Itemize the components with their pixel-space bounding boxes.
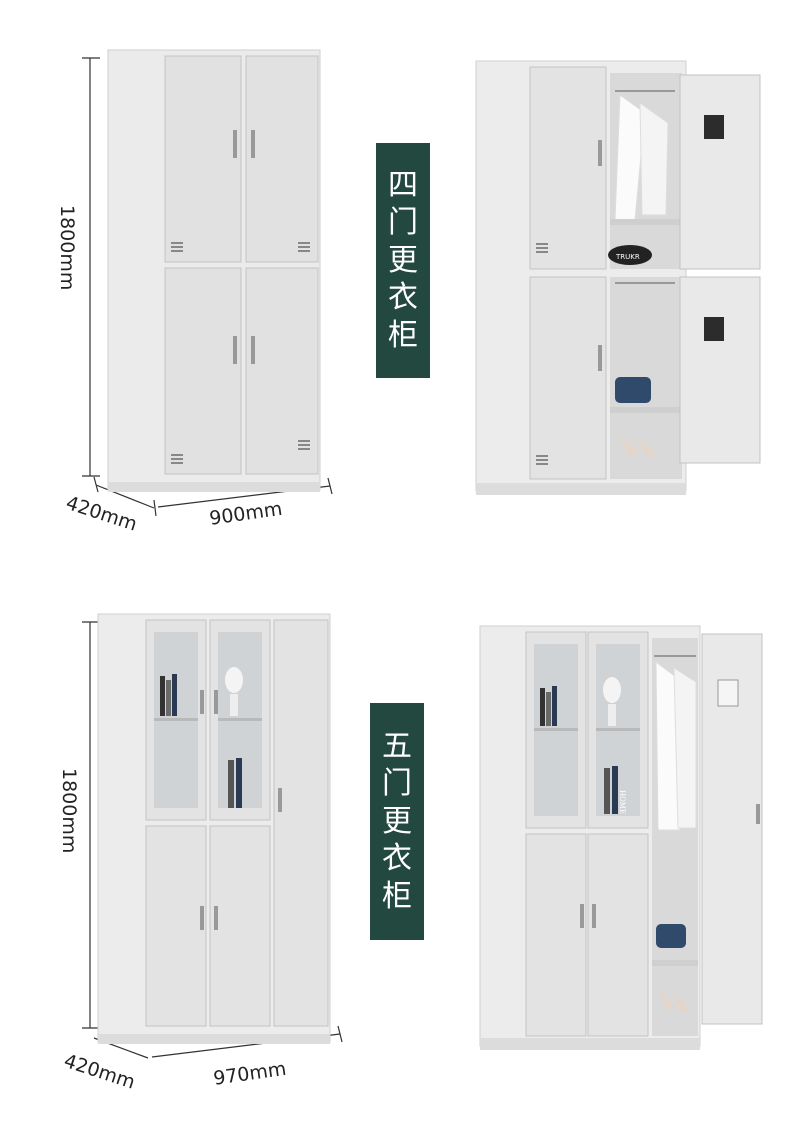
four-door-open-cabinet-image: TRUKR xyxy=(475,60,761,495)
five-door-title-char: 五 xyxy=(382,728,412,764)
four-door-title-banner: 四 门 更 衣 柜 xyxy=(376,143,430,378)
five-door-title-char: 门 xyxy=(382,766,412,802)
four-door-title-char: 衣 xyxy=(388,280,418,316)
five-door-open-cabinet-image: HOME xyxy=(479,625,763,1050)
five-door-height-label: 1800mm xyxy=(58,768,80,854)
four-door-title-char: 门 xyxy=(388,205,418,241)
five-door-title-banner: 五 门 更 衣 柜 xyxy=(370,703,424,940)
four-door-height-label: 1800mm xyxy=(56,205,78,291)
four-door-dimension-drawing xyxy=(82,49,333,517)
five-door-section: 1800mm 420mm 970mm 五 门 更 衣 柜 HOME xyxy=(0,580,790,1127)
five-door-title-char: 柜 xyxy=(382,878,412,914)
book-spine-text: HOME xyxy=(618,790,626,814)
four-door-title-char: 更 xyxy=(388,242,418,278)
five-door-dimension-drawing xyxy=(82,613,343,1059)
four-door-title-char: 四 xyxy=(388,167,418,203)
four-door-title-char: 柜 xyxy=(388,317,418,353)
cap-brand-text: TRUKR xyxy=(615,253,640,261)
five-door-title-char: 更 xyxy=(382,803,412,839)
four-door-section: 1800mm 420mm 900mm 四 门 更 衣 柜 TRUKR xyxy=(0,0,790,560)
five-door-title-char: 衣 xyxy=(382,841,412,877)
